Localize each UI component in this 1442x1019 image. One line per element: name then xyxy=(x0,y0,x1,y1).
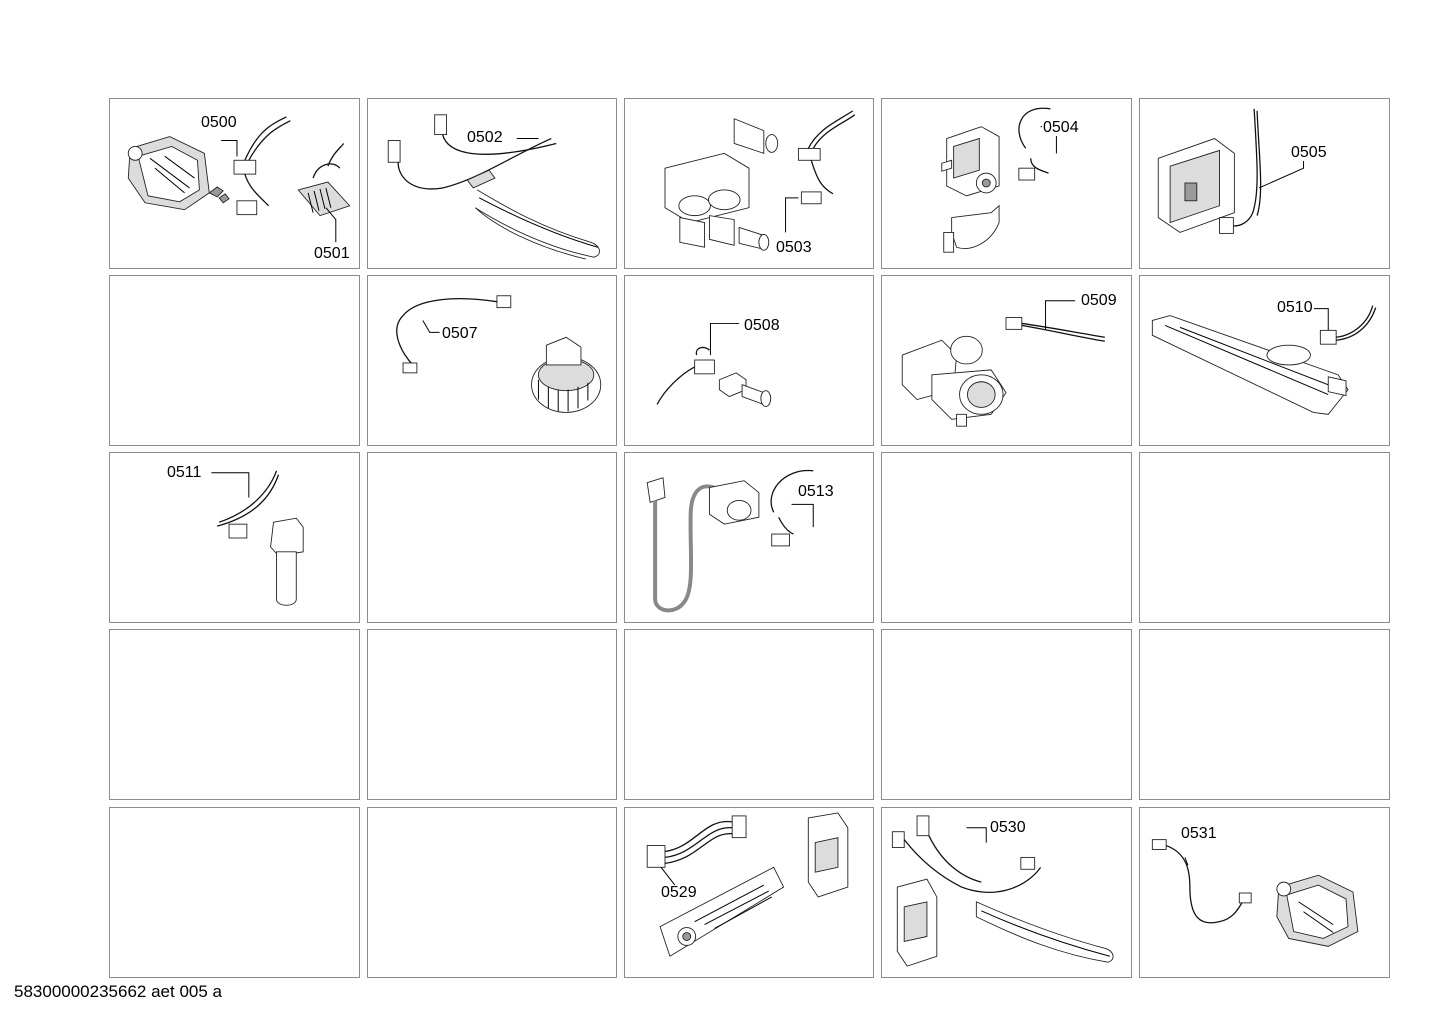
callout-label-0500: 0500 xyxy=(200,114,238,131)
aquastop-hose-illustration xyxy=(646,470,814,613)
cell-empty-r1c0 xyxy=(109,275,360,446)
door-lock-illustration xyxy=(941,107,1057,253)
cell-empty-r2c3 xyxy=(881,452,1132,623)
cell-empty-r4c0 xyxy=(109,807,360,978)
callout-label-0503: 0503 xyxy=(775,239,813,256)
cell-empty-r3c3 xyxy=(881,629,1132,800)
cell-empty-r3c0 xyxy=(109,629,360,800)
cell-empty-r3c4 xyxy=(1139,629,1390,800)
cell-0507-pressure-sensor[interactable]: 0507 xyxy=(367,275,617,446)
callout-label-0511: 0511 xyxy=(166,464,203,481)
motor-harness-illustration xyxy=(1151,839,1359,947)
callout-label-0509: 0509 xyxy=(1080,292,1118,309)
cell-empty-r2c4 xyxy=(1139,452,1390,623)
callout-label-0513: 0513 xyxy=(797,483,835,500)
cell-0530-harness[interactable]: 0530 xyxy=(881,807,1132,978)
cell-0503-valve[interactable]: 0503 xyxy=(624,98,874,269)
callout-label-0510: 0510 xyxy=(1276,299,1314,316)
cell-0529-board[interactable]: 0529 xyxy=(624,807,874,978)
detergent-tray-illustration xyxy=(1151,305,1377,415)
cell-0500-motor[interactable]: 0500 0501 xyxy=(109,98,360,269)
motor-wiring-illustration xyxy=(127,116,351,243)
cell-0505-module[interactable]: 0505 xyxy=(1139,98,1390,269)
cell-0509-pump[interactable]: 0509 xyxy=(881,275,1132,446)
callout-label-0505: 0505 xyxy=(1290,144,1328,161)
level-sensor-illustration xyxy=(211,470,304,606)
callout-label-0502: 0502 xyxy=(466,129,504,146)
control-module-illustration xyxy=(1157,108,1305,234)
document-id: 58300000235662 aet 005 a xyxy=(14,982,222,1001)
cell-0513-hose[interactable]: 0513 xyxy=(624,452,874,623)
drain-pump-illustration xyxy=(901,300,1105,427)
cell-0531-motor-harness[interactable]: 0531 xyxy=(1139,807,1390,978)
callout-label-0529: 0529 xyxy=(660,884,698,901)
cell-empty-r2c1 xyxy=(367,452,617,623)
cell-0510-tray[interactable]: 0510 xyxy=(1139,275,1390,446)
inlet-valve-illustration xyxy=(664,110,856,251)
callout-label-0504: 0504 xyxy=(1042,119,1080,136)
cell-0511-sensor[interactable]: 0511 xyxy=(109,452,360,623)
callout-label-0507: 0507 xyxy=(441,325,479,342)
control-board-illustration xyxy=(646,812,849,957)
cell-0508-sensor[interactable]: 0508 xyxy=(624,275,874,446)
callout-label-0530: 0530 xyxy=(989,819,1027,836)
temperature-sensor-illustration xyxy=(656,322,772,407)
cell-0502-heater[interactable]: 0502 xyxy=(367,98,617,269)
pressure-sensor-illustration xyxy=(396,295,602,413)
heater-wiring-illustration xyxy=(387,114,600,260)
heater-harness-illustration xyxy=(891,815,1114,967)
callout-label-0501: 0501 xyxy=(313,245,351,262)
callout-label-0508: 0508 xyxy=(743,317,781,334)
cell-0504-lock[interactable]: 0504 xyxy=(881,98,1132,269)
cell-empty-r4c1 xyxy=(367,807,617,978)
cell-empty-r3c1 xyxy=(367,629,617,800)
callout-label-0531: 0531 xyxy=(1180,825,1218,842)
cell-empty-r3c2 xyxy=(624,629,874,800)
